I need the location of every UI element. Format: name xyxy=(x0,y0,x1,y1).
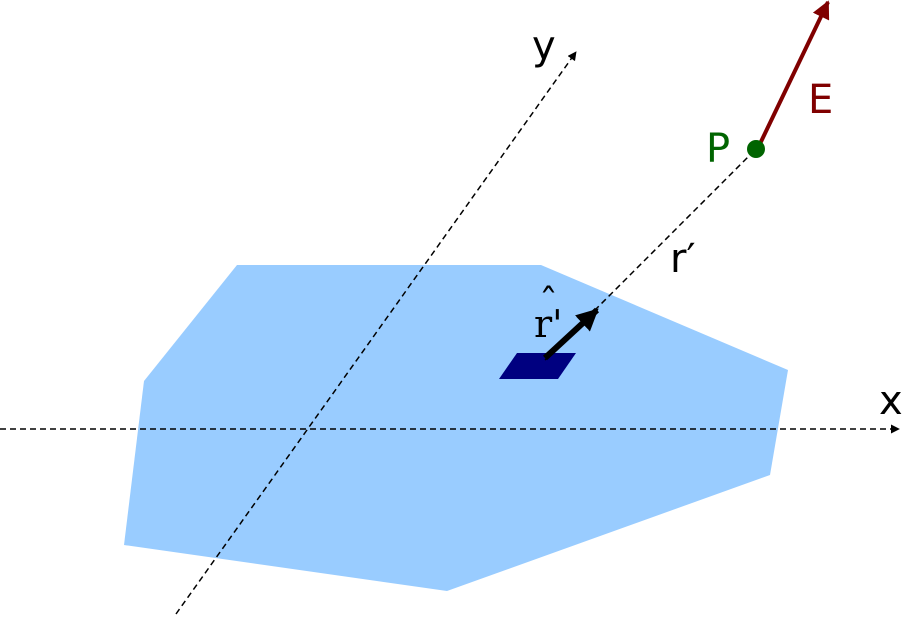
x-axis-label: x xyxy=(879,378,903,424)
field-vector-arrow xyxy=(755,0,830,151)
point-label: P xyxy=(706,126,730,172)
field-label: E xyxy=(808,77,833,123)
separation-label: r′ xyxy=(670,236,696,282)
surface-element-patch xyxy=(499,353,576,379)
field-point xyxy=(747,140,765,158)
unit-vector-arrow xyxy=(542,307,600,361)
y-axis xyxy=(175,51,577,615)
y-axis-label: y xyxy=(532,23,556,69)
charged-surface xyxy=(124,265,788,591)
unit-vector-label: r' xyxy=(534,302,563,346)
unit-vector-hat: ˆ xyxy=(539,281,558,325)
